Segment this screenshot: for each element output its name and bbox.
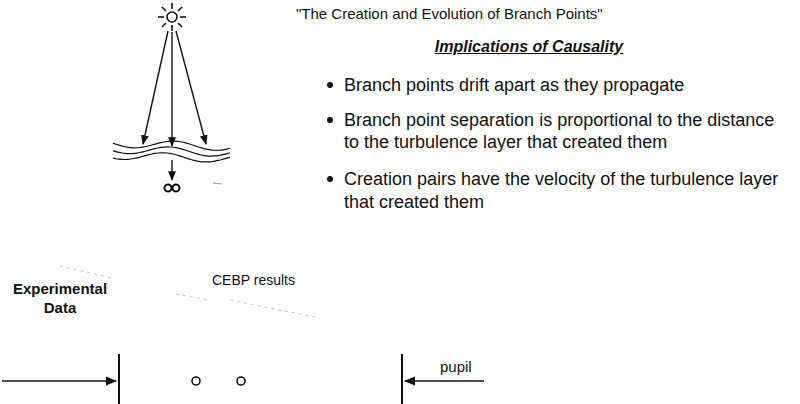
branch-point (192, 377, 245, 385)
slide-title: "The Creation and Evolution of Branch Po… (296, 5, 603, 24)
results-label: CEBP results (212, 272, 295, 290)
bullet-text: Branch point separation is proportional … (344, 109, 784, 154)
pupil-boundary (119, 354, 402, 404)
bullet-text: Creation pairs have the velocity of the … (344, 168, 784, 213)
pupil-label: pupil (440, 358, 472, 377)
scan-mark (213, 183, 222, 184)
wave-line (113, 147, 230, 156)
bullet-text: Branch points drift apart as they propag… (344, 74, 784, 97)
star-source (158, 3, 186, 31)
section-heading: Implications of Causality (398, 37, 660, 57)
bullet-dot (327, 117, 333, 123)
wave-line (113, 153, 230, 162)
bullet-dot (327, 82, 333, 88)
wave-line (113, 141, 230, 150)
turbulence-layer (113, 141, 230, 162)
light-ray (143, 31, 206, 180)
bullet-dot (327, 176, 333, 182)
data-label: Experimental Data (4, 280, 116, 318)
branch-point-pair (165, 185, 180, 192)
